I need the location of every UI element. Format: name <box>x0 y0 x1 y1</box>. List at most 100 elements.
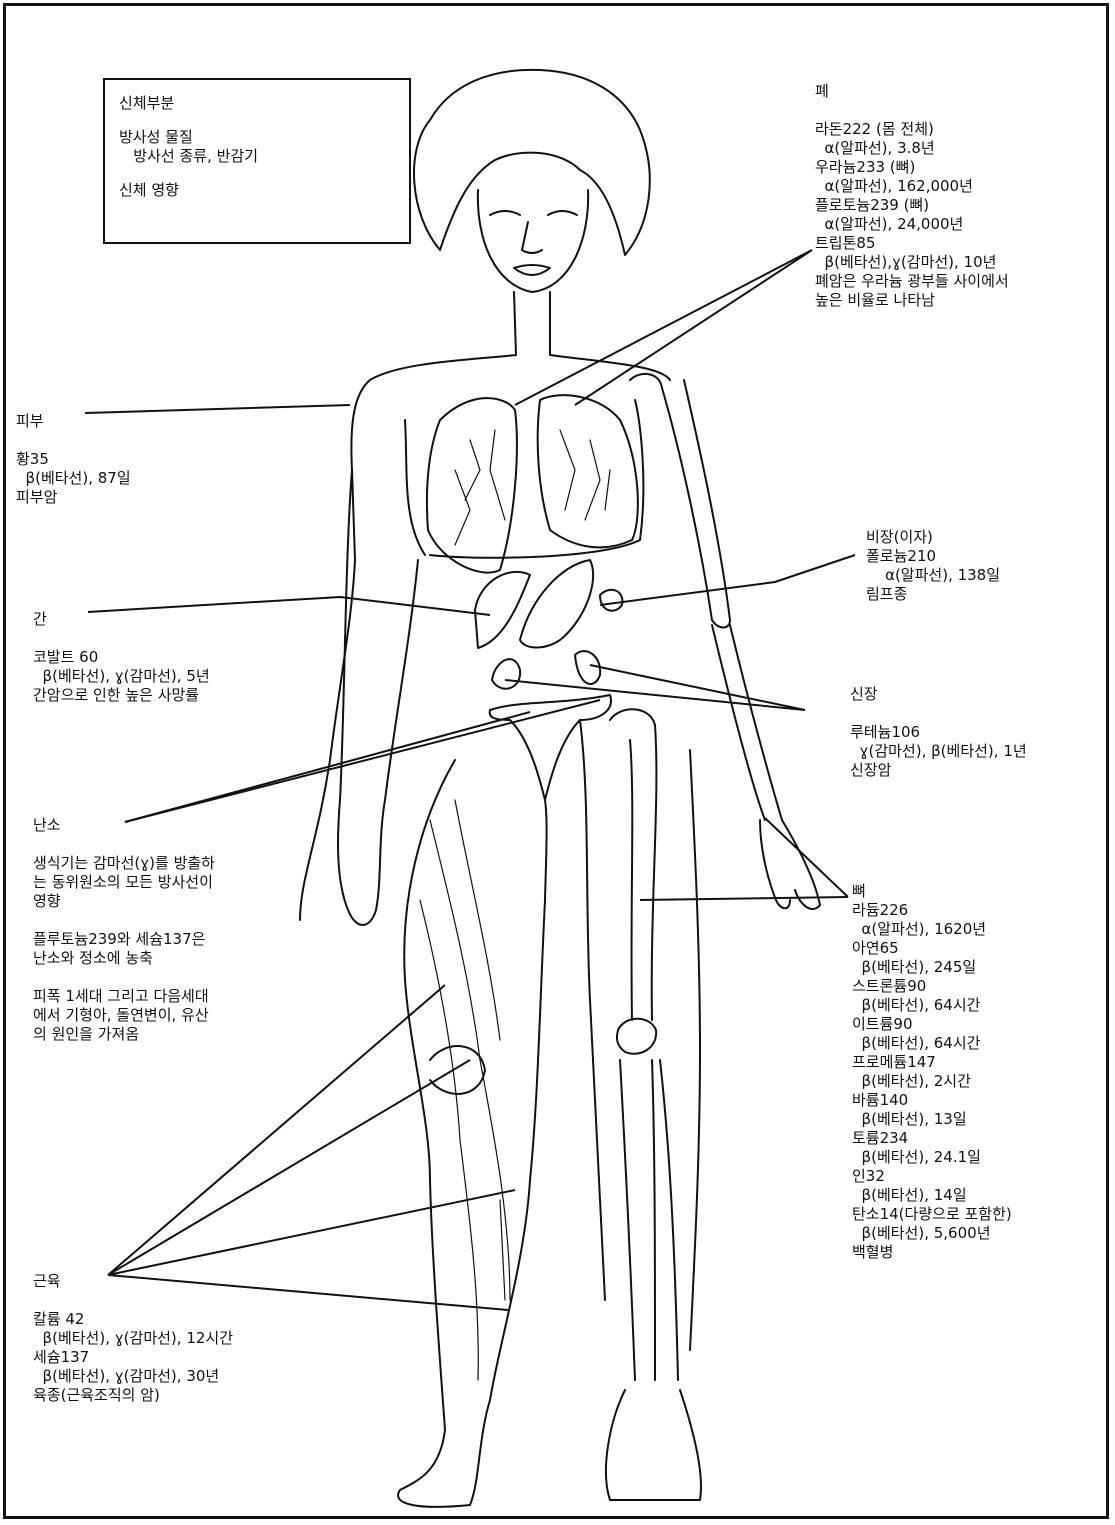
bone-line: β(베타선), 64시간 <box>852 996 1012 1015</box>
lung-right <box>538 395 638 547</box>
bone-line: 탄소14(다량으로 포함한) <box>852 1205 1012 1224</box>
spleen-line: 폴로늄210 <box>866 547 1000 566</box>
stomach <box>520 560 593 648</box>
muscle-line: β(베타선), ɣ(감마선), 30년 <box>33 1367 233 1386</box>
bone-line: 백혈병 <box>852 1243 1012 1262</box>
bone-line: α(알파선), 1620년 <box>852 920 1012 939</box>
muscle-block: 근육 칼륨 42 β(베타선), ɣ(감마선), 12시간 세슘137 β(베타… <box>33 1272 233 1405</box>
skin-title: 피부 <box>16 412 131 431</box>
bone-line: 라듐226 <box>852 901 1012 920</box>
ovary-line: 난소와 정소에 농축 <box>33 949 215 968</box>
bone-line: β(베타선), 64시간 <box>852 1034 1012 1053</box>
muscle-line: 칼륨 42 <box>33 1310 233 1329</box>
legend-radiation: 방사선 종류, 반감기 <box>119 147 409 166</box>
lung-line: 라돈222 (몸 전체) <box>815 120 1009 139</box>
arm-left <box>338 470 418 925</box>
bone-block: 뼈 라듐226 α(알파선), 1620년 아연65 β(베타선), 245일 … <box>852 882 1012 1262</box>
neck <box>514 292 550 355</box>
spleen-block: 비장(이자) 폴로늄210 α(알파선), 138일 림프종 <box>866 528 1000 604</box>
hand <box>760 820 820 909</box>
muscle-line: 세슘137 <box>33 1348 233 1367</box>
muscle-line: 육종(근육조직의 암) <box>33 1386 233 1405</box>
bone-line: 아연65 <box>852 939 1012 958</box>
liver-line: 간암으로 인한 높은 사망률 <box>33 686 210 705</box>
legend-effect: 신체 영향 <box>119 181 409 200</box>
lung-line: 우라늄233 (뼈) <box>815 158 1009 177</box>
bone-line: 인32 <box>852 1167 1012 1186</box>
bone-line: β(베타선), 14일 <box>852 1186 1012 1205</box>
lung-line: 높은 비율로 나타남 <box>815 291 1009 310</box>
spleen-line: α(알파선), 138일 <box>866 566 1000 585</box>
mouth <box>514 265 550 275</box>
bone-line: 바륨140 <box>852 1091 1012 1110</box>
lung-line: 플로토늄239 (뼈) <box>815 196 1009 215</box>
foot-right <box>606 1390 701 1500</box>
kidney-left <box>492 659 520 689</box>
ovary-line: 는 동위원소의 모든 방사선이 <box>33 873 215 892</box>
muscle-line: β(베타선), ɣ(감마선), 12시간 <box>33 1329 233 1348</box>
bone-line: 토륨234 <box>852 1129 1012 1148</box>
leader-kidney-2 <box>590 665 805 710</box>
legend-substance: 방사성 물질 <box>119 128 409 147</box>
lung-block: 폐 라돈222 (몸 전체) α(알파선), 3.8년 우라늄233 (뼈) α… <box>815 82 1009 310</box>
knee-muscle <box>430 1046 485 1094</box>
bone-line: β(베타선), 245일 <box>852 958 1012 977</box>
skin-line: 피부암 <box>16 488 131 507</box>
bone-line: 이트륨90 <box>852 1015 1012 1034</box>
leader-bone-1 <box>765 818 848 897</box>
tibia <box>620 1060 678 1380</box>
bone-title: 뼈 <box>852 882 1012 901</box>
liver-title: 간 <box>33 610 210 629</box>
ovary-line: 생식기는 감마선(ɣ)를 방출하 <box>33 854 215 873</box>
eye-left <box>490 211 520 215</box>
bone-line: β(베타선), 5,600년 <box>852 1224 1012 1243</box>
face <box>478 190 588 292</box>
forearm-bones <box>712 625 782 820</box>
leader-lung-2 <box>575 250 812 405</box>
patella <box>617 1019 656 1054</box>
leader-muscle-2 <box>108 1060 470 1275</box>
lung-line: α(알파선), 3.8년 <box>815 139 1009 158</box>
leader-kidney-1 <box>505 680 805 710</box>
nose <box>522 222 542 253</box>
bone-line: β(베타선), 24.1일 <box>852 1148 1012 1167</box>
spleen-title: 비장(이자) <box>866 528 1000 547</box>
eye-right <box>548 211 577 215</box>
leader-lung-1 <box>515 250 812 405</box>
kidney-block: 신장 루테늄106 ɣ(감마선), β(베타선), 1년 신장암 <box>850 685 1027 780</box>
lung-title: 폐 <box>815 82 1009 101</box>
leg-muscular <box>398 760 547 1507</box>
ovary-block: 난소 생식기는 감마선(ɣ)를 방출하 는 동위원소의 모든 방사선이 영향 플… <box>33 816 215 1044</box>
kidney-right <box>575 651 600 684</box>
kidney-title: 신장 <box>850 685 1027 704</box>
bone-line: β(베타선), 13일 <box>852 1110 1012 1129</box>
bone-line: 프로메튬147 <box>852 1053 1012 1072</box>
ovary-line: 의 원인을 가져옴 <box>33 1025 215 1044</box>
femur <box>610 709 656 1020</box>
kidney-line: 신장암 <box>850 761 1027 780</box>
lung-line: α(알파선), 24,000년 <box>815 215 1009 234</box>
legend-box: 신체부분 방사성 물질 방사선 종류, 반감기 신체 영향 <box>103 78 411 244</box>
skin-line: 황35 <box>16 450 131 469</box>
leader-bone-2 <box>640 897 848 900</box>
bone-line: β(베타선), 2시간 <box>852 1072 1012 1091</box>
kidney-line: ɣ(감마선), β(베타선), 1년 <box>850 742 1027 761</box>
ovary-line: 피폭 1세대 그리고 다음세대 <box>33 987 215 1006</box>
ovary-line: 에서 기형아, 돌연변이, 유산 <box>33 1006 215 1025</box>
legend-body-part: 신체부분 <box>119 94 409 113</box>
leader-muscle-3 <box>108 1190 515 1275</box>
kidney-line: 루테늄106 <box>850 723 1027 742</box>
ovary-line: 플루토늄239와 세슘137은 <box>33 930 215 949</box>
lung-line: α(알파선), 162,000년 <box>815 177 1009 196</box>
lung-line: β(베타선),ɣ(감마선), 10년 <box>815 253 1009 272</box>
ovary-line: 영향 <box>33 892 215 911</box>
spleen <box>600 590 622 611</box>
liver-line: 코발트 60 <box>33 648 210 667</box>
leader-ovary-2 <box>125 700 600 822</box>
liver-block: 간 코발트 60 β(베타선), ɣ(감마선), 5년 간암으로 인한 높은 사… <box>33 610 210 705</box>
bone-line: 스트론튬90 <box>852 977 1012 996</box>
skin-line: β(베타선), 87일 <box>16 469 131 488</box>
hair <box>414 70 650 255</box>
lung-line: 트립톤85 <box>815 234 1009 253</box>
spleen-line: 림프종 <box>866 585 1000 604</box>
